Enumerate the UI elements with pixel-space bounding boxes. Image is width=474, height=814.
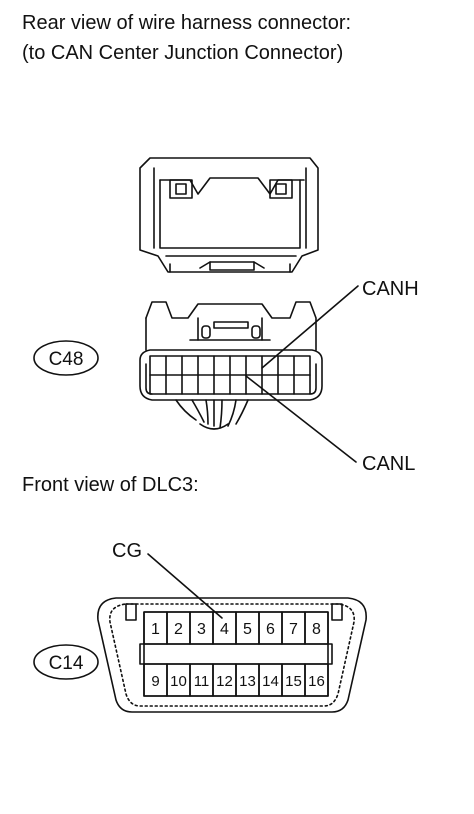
pin-number: 6 [266, 621, 275, 638]
pin-number: 2 [174, 621, 183, 638]
pin-number: 8 [312, 621, 321, 638]
c48-harness-connector [139, 301, 323, 430]
pin-number: 15 [285, 673, 302, 690]
dlc3-connector [97, 597, 367, 713]
pin-number: 11 [194, 673, 210, 690]
pin-number: 10 [170, 673, 187, 690]
rear-view-caption-line2: (to CAN Center Junction Connector) [22, 42, 344, 64]
mating-connector-housing [139, 157, 319, 273]
canh-label: CANH [362, 278, 419, 300]
pin-number: 3 [197, 621, 206, 638]
c48-tag-outline [33, 340, 99, 376]
c14-code: C14 [49, 653, 84, 674]
pin-number: 7 [289, 621, 298, 638]
pin-number: 4 [220, 621, 229, 638]
c14-tag-outline [33, 644, 99, 680]
pin-number: 16 [308, 673, 325, 690]
dlc3-top-pin-numbers: 1 2 3 4 5 6 7 8 [151, 621, 321, 638]
rear-view-caption-line1: Rear view of wire harness connector: [22, 12, 352, 34]
pin-number: 9 [151, 673, 159, 690]
cg-label: CG [112, 540, 142, 562]
canl-label: CANL [362, 453, 415, 475]
canh-leader-line [261, 285, 359, 369]
canl-leader-line [245, 375, 357, 463]
dlc3-bottom-pin-numbers: 9 10 11 12 13 14 15 16 [151, 673, 325, 690]
c48-code: C48 [49, 349, 84, 370]
pin-number: 14 [262, 673, 279, 690]
pin-number: 1 [151, 621, 160, 638]
front-view-caption: Front view of DLC3: [22, 474, 199, 496]
pin-number: 12 [216, 673, 233, 690]
cg-leader-line [147, 553, 223, 619]
pin-number: 5 [243, 621, 252, 638]
pin-number: 13 [239, 673, 256, 690]
